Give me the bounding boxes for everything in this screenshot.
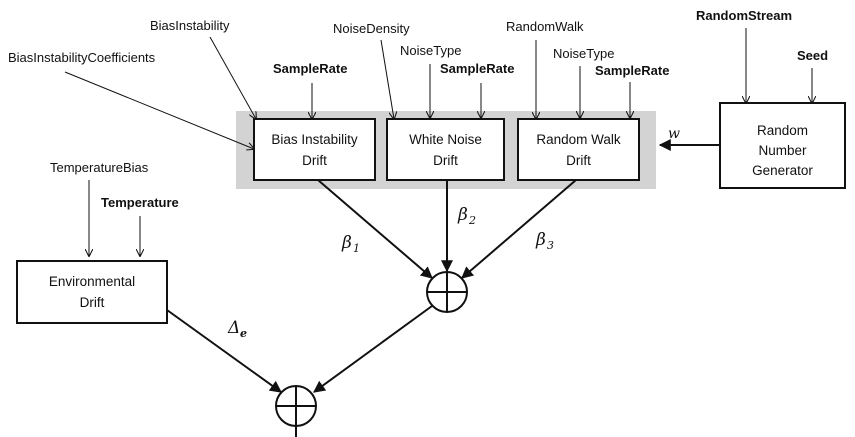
white-noise-drift-line2: Drift	[433, 153, 458, 168]
rng-line1: Random	[757, 123, 808, 138]
arrow-bias-instability-coefficients	[64, 71, 254, 149]
label-random-stream: RandomStream	[696, 8, 792, 23]
environmental-drift-line2: Drift	[80, 295, 105, 310]
rng-line2: Number	[758, 143, 807, 158]
label-random-walk: RandomWalk	[506, 19, 584, 34]
svg-text:β: β	[457, 205, 468, 225]
random-walk-drift-block: Random Walk Drift	[517, 118, 640, 181]
random-walk-drift-line1: Random Walk	[536, 132, 621, 147]
label-delta-e: Δ e	[227, 318, 247, 340]
arrow-beta3	[461, 179, 577, 279]
label-seed: Seed	[797, 48, 828, 63]
svg-text:2: 2	[468, 214, 476, 227]
svg-text:β: β	[341, 233, 352, 253]
random-walk-drift-line2: Drift	[566, 153, 591, 168]
environmental-drift-block: Environmental Drift	[16, 260, 168, 324]
environmental-drift-line1: Environmental	[49, 274, 135, 289]
label-beta3: β 3	[535, 230, 554, 252]
random-number-generator-block: Random Number Generator	[719, 102, 846, 189]
svg-text:1: 1	[353, 242, 360, 255]
label-beta2: β 2	[457, 205, 476, 227]
rng-line3: Generator	[752, 163, 813, 178]
bias-instability-drift-line2: Drift	[302, 153, 327, 168]
bias-instability-drift-block: Bias Instability Drift	[253, 118, 376, 181]
label-sample-rate-3: SampleRate	[595, 63, 669, 78]
arrow-delta-e	[166, 309, 282, 393]
svg-text:e: e	[240, 327, 247, 340]
svg-text:3: 3	[547, 239, 554, 252]
label-sample-rate-1: SampleRate	[273, 61, 347, 76]
sum-junction-lower	[275, 385, 317, 437]
white-noise-drift-line1: White Noise	[409, 132, 482, 147]
white-noise-drift-block: White Noise Drift	[386, 118, 505, 181]
arrow-upper-sum-to-lower	[313, 305, 433, 393]
label-sample-rate-2: SampleRate	[440, 61, 514, 76]
sum-junction-upper	[426, 271, 468, 313]
label-noise-type-2: NoiseType	[553, 46, 614, 61]
label-temperature-bias: TemperatureBias	[50, 160, 149, 175]
arrow-bias-instability	[209, 36, 256, 119]
svg-text:Δ: Δ	[227, 318, 240, 338]
bias-instability-drift-line1: Bias Instability	[271, 132, 358, 147]
symbol-w: w	[668, 126, 680, 142]
label-noise-type-1: NoiseType	[400, 43, 461, 58]
label-temperature: Temperature	[101, 195, 179, 210]
label-beta1: β 1	[341, 233, 360, 255]
label-noise-density: NoiseDensity	[333, 21, 410, 36]
arrow-noise-density	[380, 39, 394, 119]
label-bias-instability: BiasInstability	[150, 18, 230, 33]
arrow-beta1	[317, 179, 433, 279]
label-bias-instability-coefficients: BiasInstabilityCoefficients	[8, 50, 156, 65]
svg-text:β: β	[535, 230, 546, 250]
